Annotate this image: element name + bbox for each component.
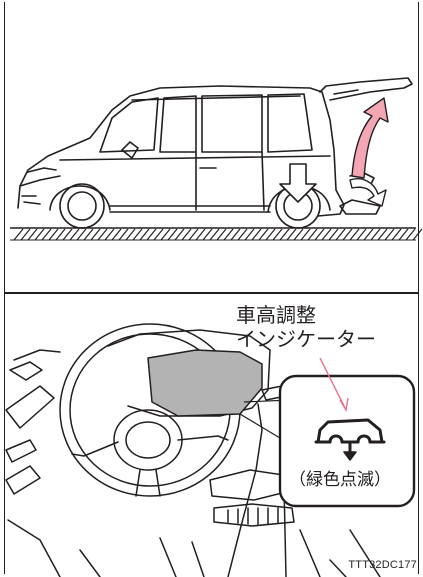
- figure-code: TTT32DC177: [348, 559, 417, 571]
- van-body-outline: [17, 85, 345, 217]
- van-illustration-panel: [10, 77, 423, 241]
- front-window: [99, 97, 159, 153]
- panel-divider: [4, 292, 419, 294]
- side-window-1: [159, 95, 197, 153]
- indicator-caption: （緑色点滅）: [289, 470, 391, 490]
- front-wheel: [59, 183, 105, 229]
- white-down-arrow-icon: [279, 163, 317, 203]
- indicator-label-line1: 車高調整: [236, 303, 316, 327]
- indicator-label: 車高調整 インジケーター: [236, 303, 376, 351]
- side-window-2: [201, 94, 263, 153]
- gray-display: [147, 349, 263, 417]
- indicator-label-line2: インジケーター: [236, 327, 376, 351]
- console-vents: [213, 503, 295, 527]
- dashboard-illustration-panel: [0, 290, 423, 577]
- steering-hub: [113, 409, 183, 471]
- pink-leader-line: [319, 357, 347, 411]
- vehicle-height-indicator-icon: [314, 418, 386, 461]
- curved-ramp-arrow-icon: [349, 178, 387, 207]
- rear-ramp: [339, 199, 381, 215]
- side-window-3: [267, 93, 313, 153]
- pink-curved-up-arrow-icon: [351, 97, 389, 179]
- figure-frame: [4, 2, 419, 574]
- open-tailgate: [319, 77, 413, 101]
- dashboard-illustration: [5, 323, 416, 577]
- van-illustration: [10, 77, 423, 241]
- ground-hatching: [10, 227, 423, 241]
